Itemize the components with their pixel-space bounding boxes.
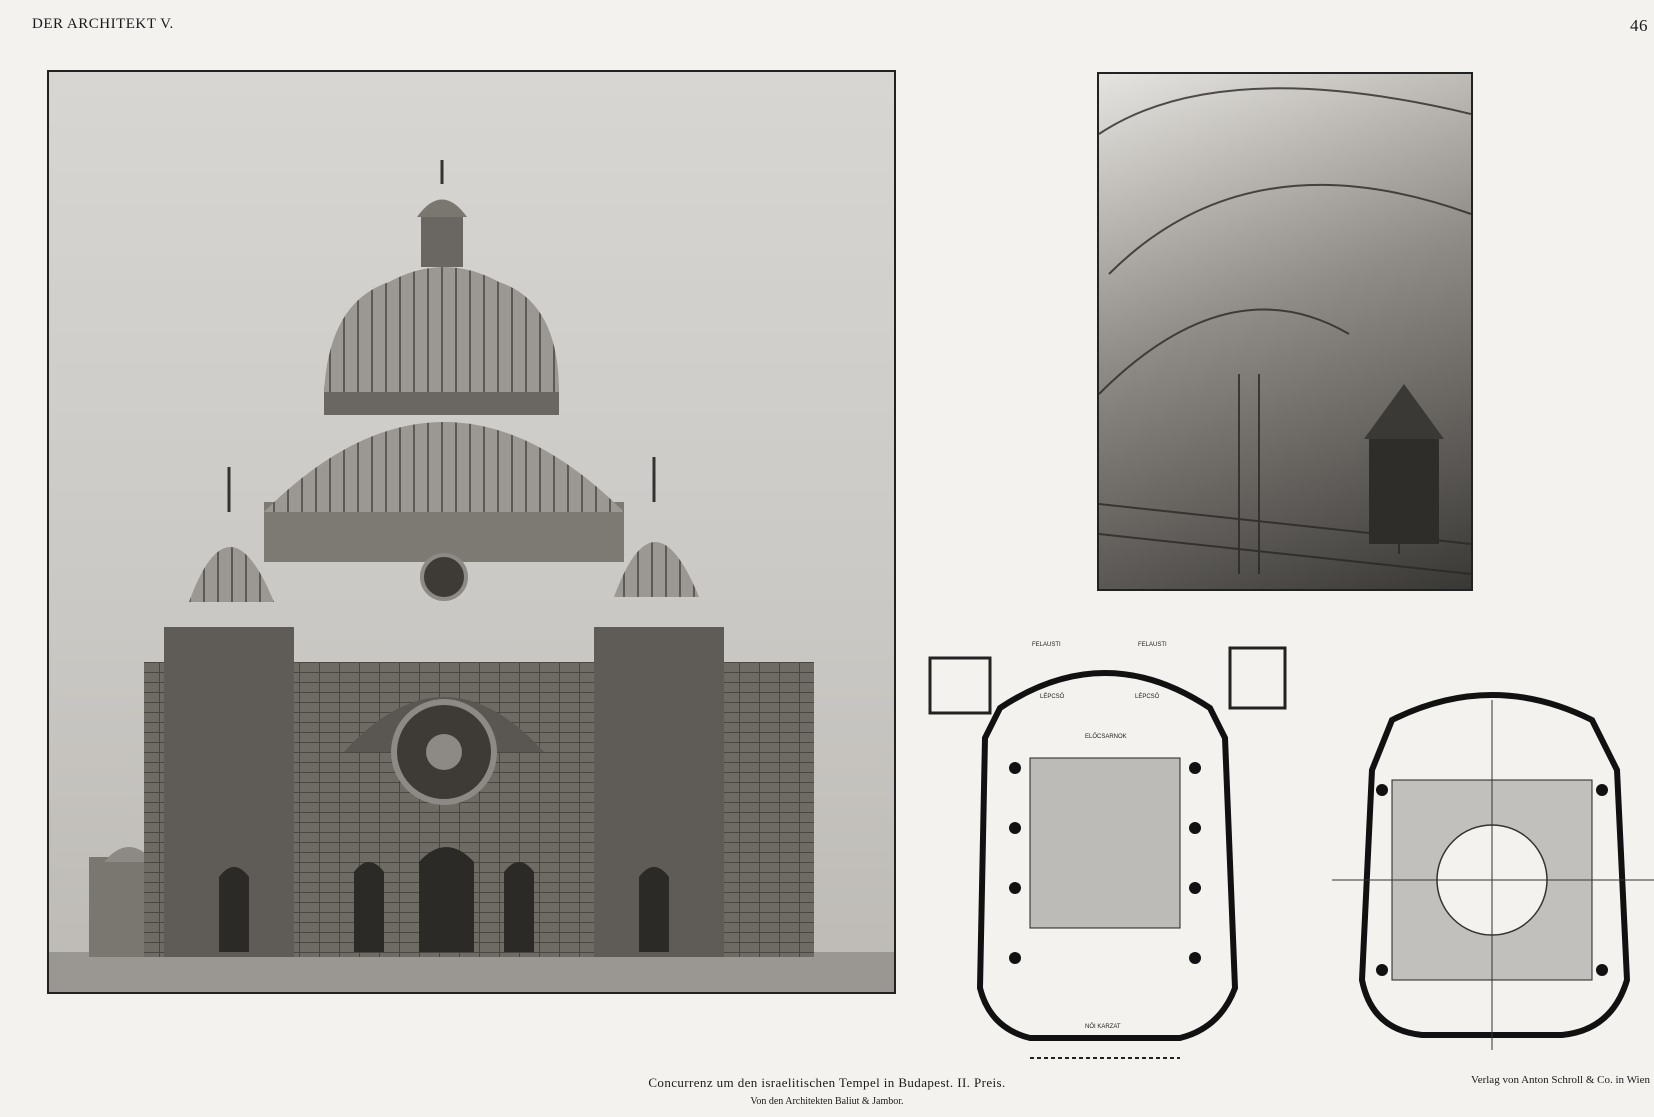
gallery-floor-plan [1332,690,1654,1060]
temple-facade-drawing [49,160,894,992]
publisher-credit: Verlag von Anton Schroll & Co. in Wien [1470,1074,1650,1086]
interior-vault-drawing [1099,87,1471,575]
ground-floor-plan: FELAUSTI FELAUSTI ELŐCSARNOK LÉPCSŐ LÉPC… [920,628,1290,1068]
plan-label: ELŐCSARNOK [1085,733,1127,740]
plan-label: FELAUSTI [1138,642,1167,648]
plan-label: LÉPCSŐ [1135,693,1160,700]
plan-label: LÉPCSŐ [1040,693,1065,700]
plan-label: NŐI KARZAT [1085,1023,1121,1030]
plan-label: FELAUSTI [1032,642,1061,648]
exterior-elevation-plate [47,70,896,994]
plate-caption: Concurrenz um den israelitischen Tempel … [648,1075,1006,1090]
running-header: DER ARCHITEKT V. [32,16,174,32]
architects-credit: Von den Architekten Baliut & Jambor. [750,1096,904,1107]
page-number: 46 [1630,16,1648,35]
interior-perspective-plate [1097,72,1473,591]
